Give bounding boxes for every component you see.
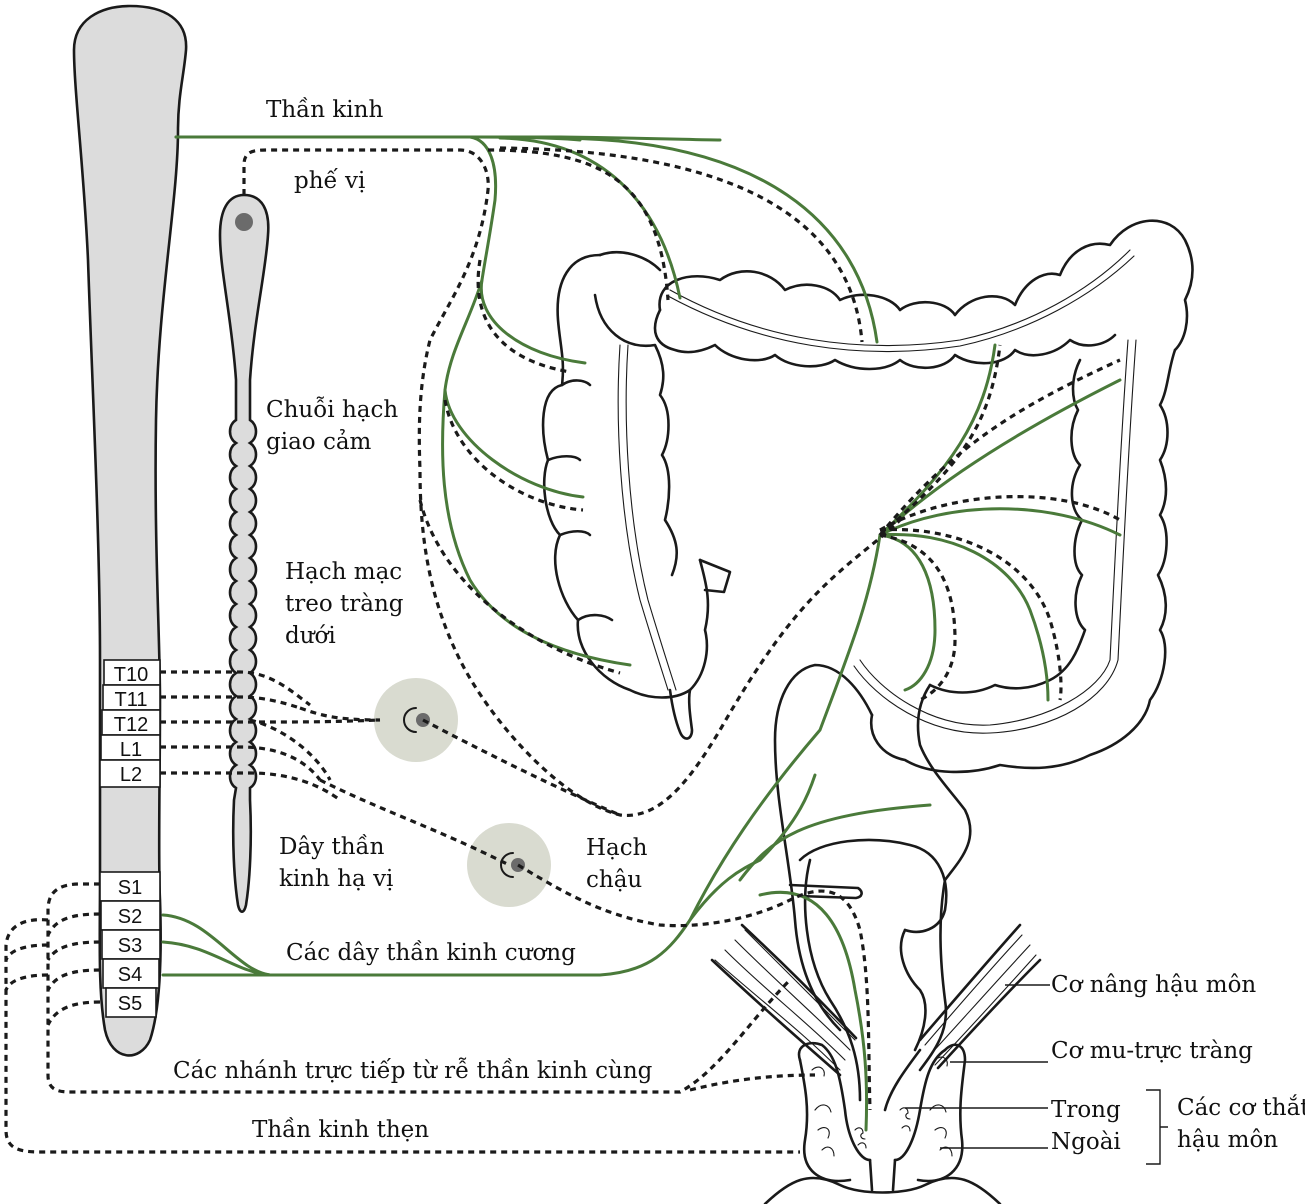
rectal-branch: [758, 890, 869, 1132]
label-hypogastric-line2: kinh hạ vị: [279, 866, 393, 892]
segment-box: [105, 987, 157, 1018]
spinal-cord: T10 T11 T12 L1 L2 S1 S2 S3 S4 S5: [72, 4, 188, 1057]
levator-ani-fibers-left: [710, 923, 858, 1077]
inferior-mesenteric-ganglion: [374, 678, 458, 762]
sympathetic-chain: [218, 193, 270, 914]
label-inferior-mesenteric-line3: dưới: [285, 623, 336, 649]
labels: Thần kinh phế vị Chuỗi hạch giao cảm Hạc…: [173, 97, 1305, 1155]
label-anal-sphincters-line1: Các cơ thắt: [1177, 1095, 1305, 1121]
sympathetic-nerves: [4, 146, 1121, 1154]
label-puborectalis: Cơ mu-trực tràng: [1051, 1038, 1253, 1064]
segment-label-L2: L2: [120, 764, 142, 786]
segment-label-S4: S4: [118, 964, 142, 986]
label-pudendal: Thần kinh thẹn: [252, 1117, 429, 1143]
segment-label-T12: T12: [114, 714, 148, 736]
label-inferior-mesenteric-line1: Hạch mạc: [285, 559, 402, 585]
segment-label-S3: S3: [118, 935, 142, 957]
segment-label-S1: S1: [118, 877, 142, 899]
sacral-segments: S1 S2 S3 S4 S5: [99, 871, 161, 1018]
sphincter-texture: [811, 1056, 953, 1157]
lumbar-splanchnic: [160, 718, 381, 724]
label-sympathetic-chain-line1: Chuỗi hạch: [266, 397, 398, 423]
vagal-nucleus-dot: [235, 213, 253, 231]
label-pelvic-ganglion-line2: chậu: [586, 867, 642, 893]
segment-box: [99, 871, 161, 902]
levator-ani-fibers-right: [918, 923, 1042, 1070]
pelvic-to-rectum: [517, 863, 872, 1111]
label-levator-ani: Cơ nâng hậu môn: [1051, 972, 1256, 998]
label-vagus-line2: phế vị: [294, 168, 365, 194]
colon: [541, 219, 1194, 1204]
thoracolumbar-segments: T10 T11 T12 L1 L2: [99, 659, 161, 788]
segment-label-T10: T10: [114, 664, 148, 686]
segment-label-S5: S5: [118, 993, 142, 1015]
label-external-sphincter: Ngoài: [1051, 1129, 1121, 1155]
label-inferior-mesenteric-line2: treo tràng: [285, 591, 404, 617]
label-internal-sphincter: Trong: [1051, 1097, 1121, 1123]
hypogastric-nerve: [422, 718, 621, 817]
segment-label-L1: L1: [120, 739, 142, 761]
label-vagus-line1: Thần kinh: [266, 97, 383, 123]
pelvic-ganglion: [467, 823, 551, 907]
label-hypogastric-line1: Dây thần: [279, 834, 385, 860]
label-pelvic-ganglion-line1: Hạch: [586, 835, 648, 861]
label-nervi-erigentes: Các dây thần kinh cương: [286, 940, 576, 966]
label-sympathetic-chain-line2: giao cảm: [266, 429, 372, 455]
segment-box: [101, 929, 161, 960]
segment-box: [99, 759, 161, 788]
direct-sacral-branch-line: [46, 882, 792, 1094]
label-direct-sacral-branches: Các nhánh trực tiếp từ rễ thần kinh cùng: [173, 1058, 653, 1084]
vagus-dotted: [242, 148, 902, 817]
segment-label-T11: T11: [115, 689, 148, 711]
sphincter-bracket: [1146, 1089, 1168, 1165]
leader-lines: [905, 984, 1168, 1165]
label-anal-sphincters-line2: hậu môn: [1177, 1127, 1278, 1153]
segment-label-S2: S2: [118, 906, 142, 928]
